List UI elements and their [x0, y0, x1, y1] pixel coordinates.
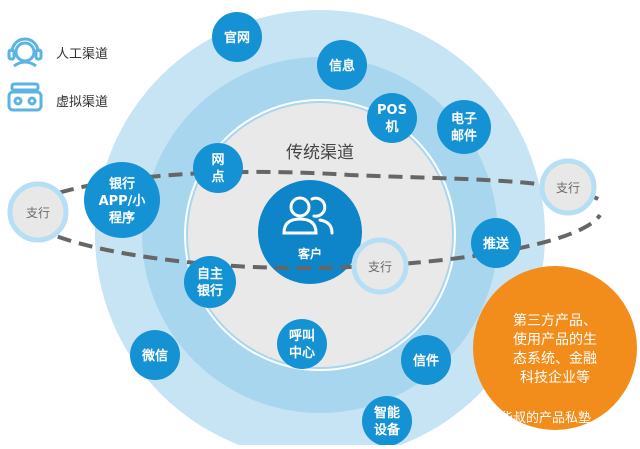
svg-text:信息: 信息: [329, 58, 355, 74]
svg-text:POS: POS: [377, 103, 407, 118]
svg-text:推送: 推送: [483, 236, 510, 252]
node-call-center: 呼叫 中心: [277, 319, 327, 369]
node-xinjian: 信件: [401, 335, 451, 385]
third-party-circle: 第三方产品、 使用产品的生 态系统、金融 科技企业等: [473, 266, 637, 430]
svg-text:信件: 信件: [413, 353, 439, 369]
svg-text:华叔的产品私塾: 华叔的产品私塾: [500, 410, 591, 426]
node-xinxi: 信息: [317, 40, 367, 90]
svg-text:呼叫: 呼叫: [289, 328, 315, 344]
svg-text:官网: 官网: [224, 30, 250, 46]
svg-text:科技企业等: 科技企业等: [520, 369, 590, 386]
wechat-icon: [477, 409, 493, 425]
svg-text:自主: 自主: [197, 266, 223, 282]
node-tuisong: 推送: [471, 218, 521, 268]
customer-icon: [282, 196, 334, 235]
node-email: 电子 邮件: [437, 100, 491, 154]
node-zizhu-bank: 自主 银行: [184, 256, 236, 308]
svg-text:设备: 设备: [374, 422, 401, 438]
svg-text:点: 点: [211, 169, 224, 185]
node-wangdian: 网 点: [193, 143, 243, 193]
vr-headset-icon: [7, 82, 43, 112]
branch-center: 支行: [351, 237, 409, 295]
svg-text:程序: 程序: [109, 210, 135, 226]
svg-text:微信: 微信: [141, 348, 168, 364]
legend-virtual: 虚拟渠道: [7, 82, 108, 112]
orbit-path-front: [18, 213, 602, 271]
svg-text:APP/小: APP/小: [99, 194, 146, 209]
svg-text:中心: 中心: [289, 345, 315, 361]
svg-text:支行: 支行: [556, 181, 580, 195]
svg-text:邮件: 邮件: [451, 128, 477, 144]
customer-label: 客户: [297, 246, 322, 261]
svg-text:支行: 支行: [368, 260, 392, 274]
svg-text:使用产品的生: 使用产品的生: [513, 331, 597, 348]
svg-text:银行: 银行: [109, 176, 135, 192]
branch-right: 支行: [539, 158, 597, 216]
branch-left: 支行: [7, 181, 69, 243]
ring-title: 传统渠道: [286, 143, 354, 163]
svg-text:智能: 智能: [374, 405, 400, 421]
svg-text:支行: 支行: [26, 206, 50, 220]
inner-ring-border: [184, 99, 456, 371]
svg-text:机: 机: [385, 119, 398, 135]
svg-text:电子: 电子: [451, 111, 477, 127]
svg-text:态系统、金融: 态系统、金融: [513, 351, 597, 367]
svg-text:银行: 银行: [197, 283, 223, 299]
svg-text:第三方产品、: 第三方产品、: [513, 312, 597, 329]
headset-icon: [7, 37, 43, 68]
node-weixin: 微信: [130, 330, 180, 380]
legend-human: 人工渠道: [7, 37, 108, 68]
node-guanwang: 官网: [212, 12, 262, 62]
svg-text:网: 网: [211, 153, 224, 168]
node-smart-device: 智能 设备: [362, 396, 412, 446]
watermark: 华叔的产品私塾: [477, 409, 591, 427]
node-bank-app: 银行 APP/小 程序: [84, 162, 160, 238]
svg-text:人工渠道: 人工渠道: [56, 47, 108, 62]
svg-text:虚拟渠道: 虚拟渠道: [56, 95, 108, 110]
node-pos: POS 机: [367, 93, 417, 143]
